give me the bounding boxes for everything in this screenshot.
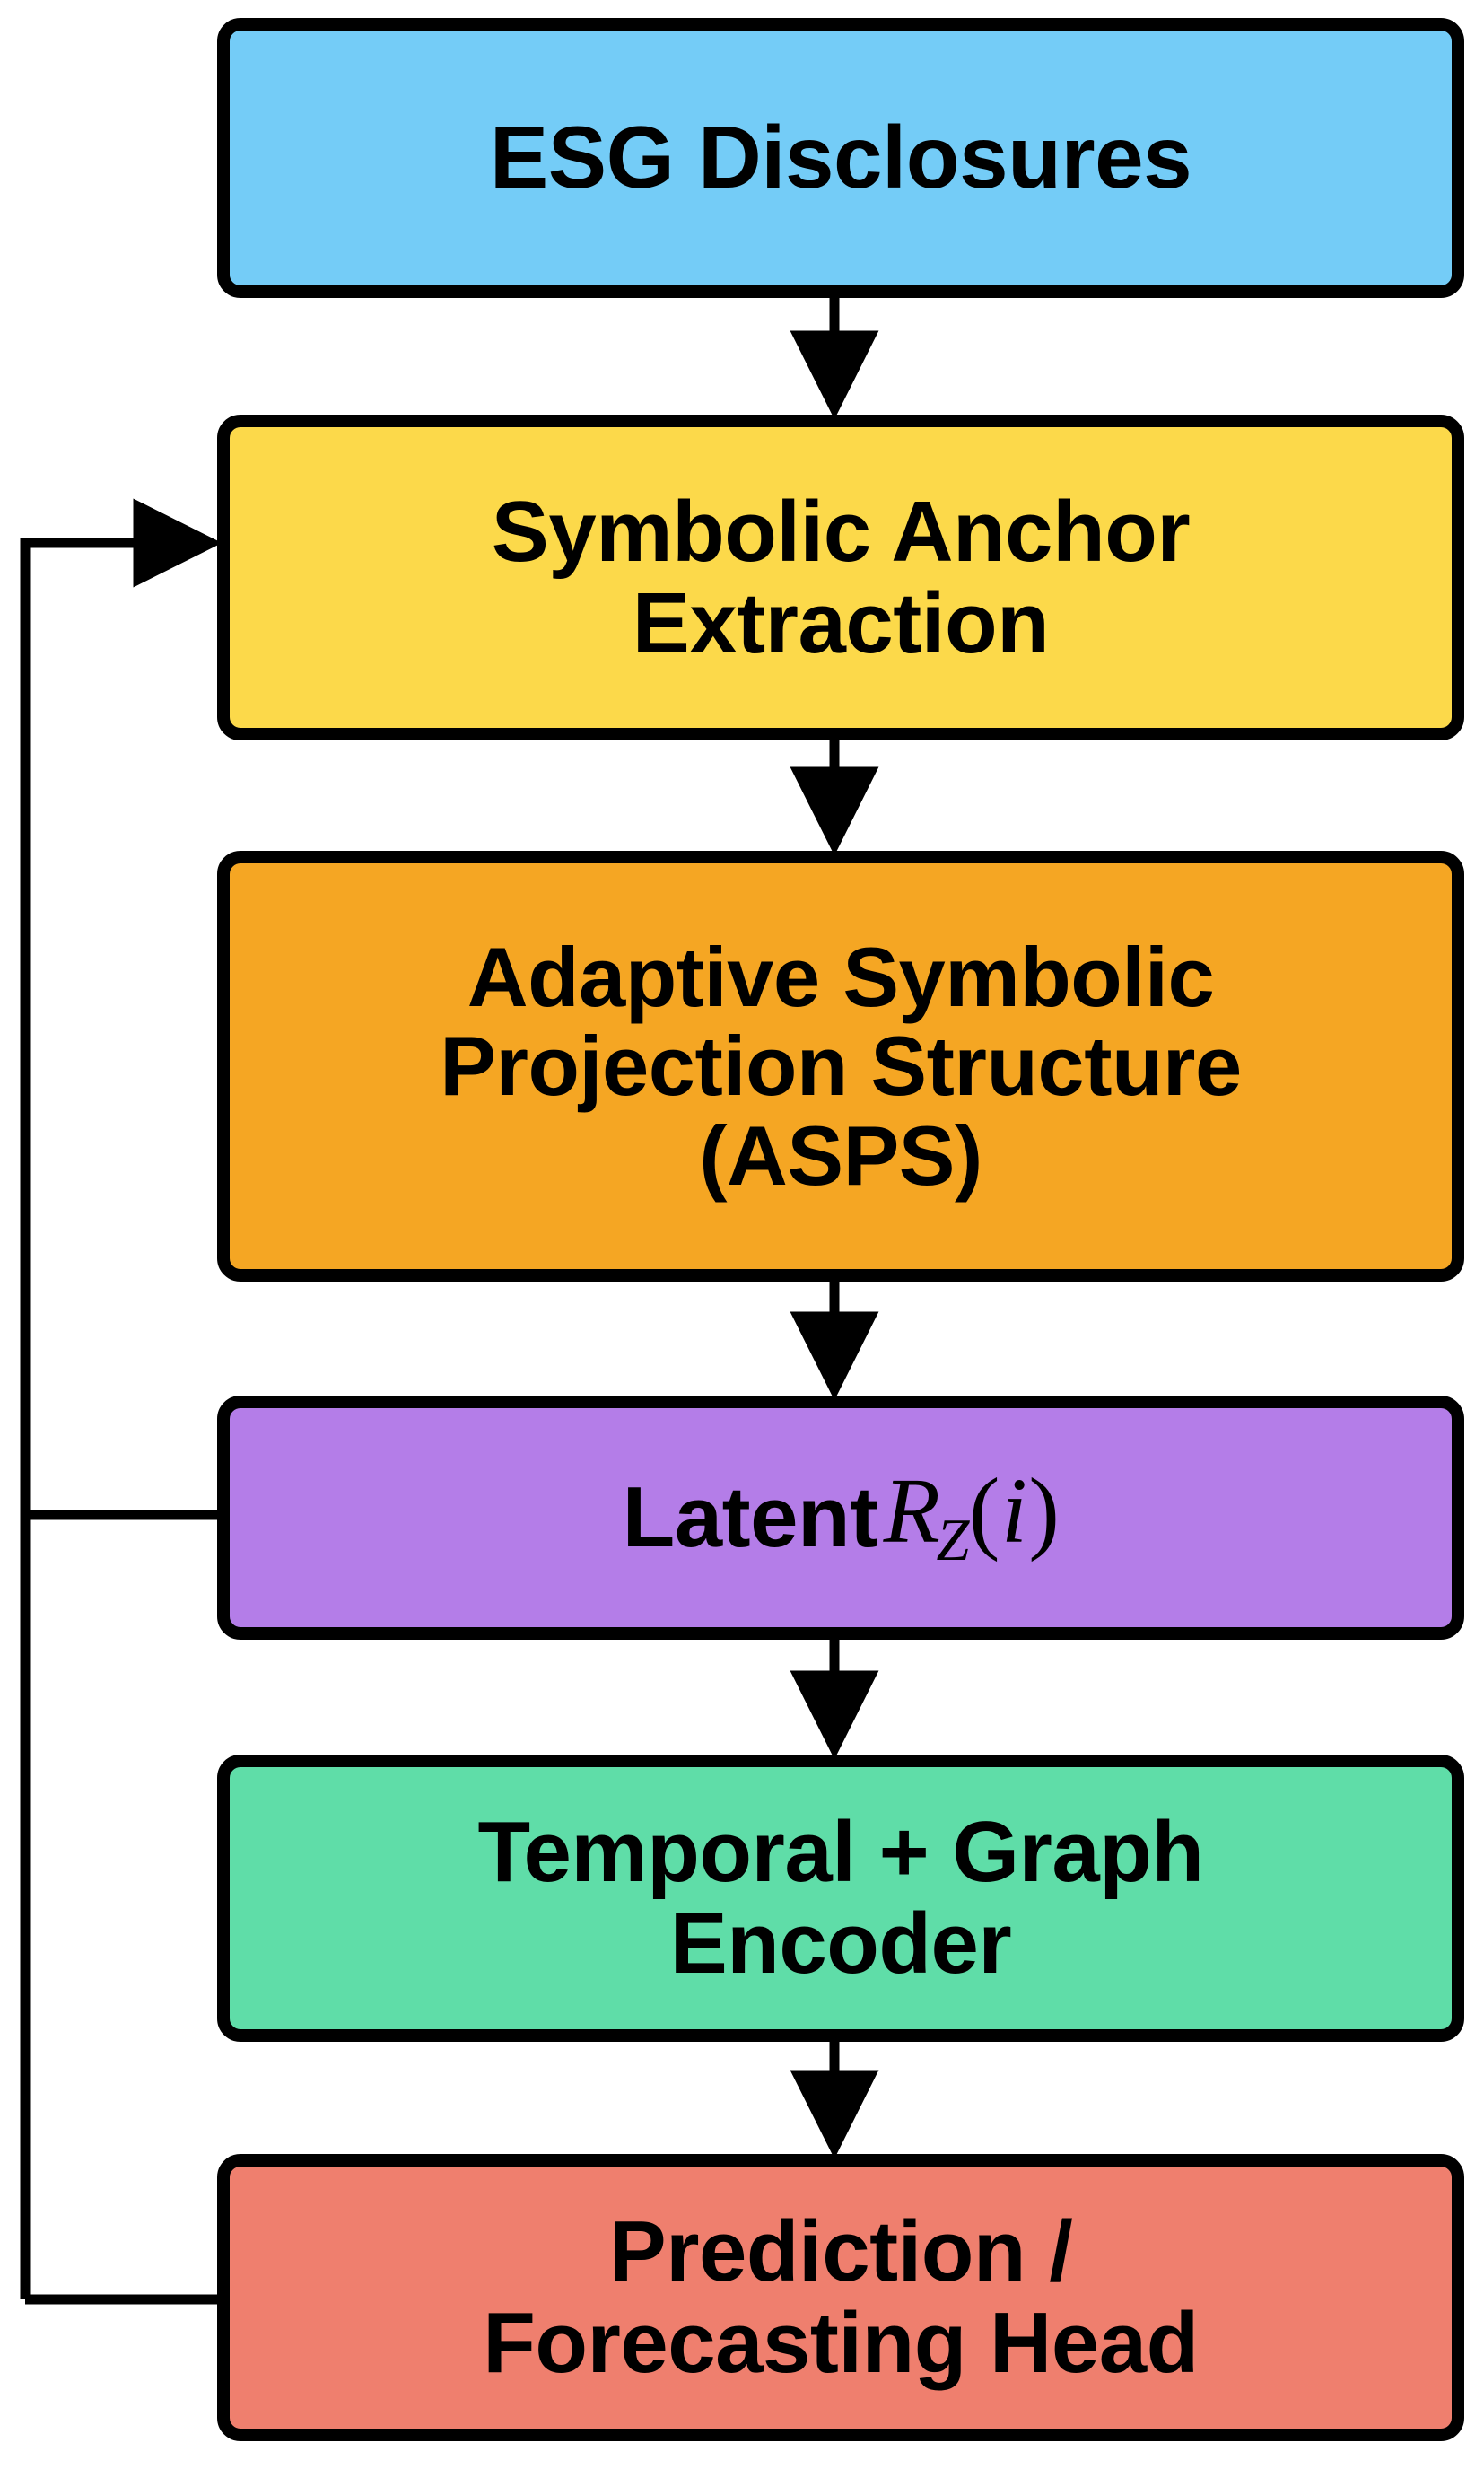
latent-math-expression: RZ(i) xyxy=(883,1459,1060,1573)
node-prediction-forecasting-head-label: Prediction / Forecasting Head xyxy=(483,2203,1199,2391)
node-temporal-graph-encoder-label: Temporal + Graph Encoder xyxy=(477,1804,1204,1992)
node-adaptive-symbolic-projection-structure[interactable]: Adaptive Symbolic Projection Structure (… xyxy=(217,851,1464,1282)
node-esg-disclosures-label: ESG Disclosures xyxy=(489,108,1192,207)
node-prediction-forecasting-head[interactable]: Prediction / Forecasting Head xyxy=(217,2154,1464,2441)
math-argument: i xyxy=(1000,1459,1027,1563)
math-open-paren: ( xyxy=(968,1459,1000,1563)
node-latent-representation[interactable]: Latent RZ(i) xyxy=(217,1396,1464,1640)
node-latent-representation-label: Latent RZ(i) xyxy=(607,1459,1076,1573)
node-symbolic-anchor-extraction-label: Symbolic Anchor Extraction xyxy=(491,483,1191,671)
node-temporal-graph-encoder[interactable]: Temporal + Graph Encoder xyxy=(217,1755,1464,2042)
node-adaptive-symbolic-projection-structure-label: Adaptive Symbolic Projection Structure (… xyxy=(440,929,1242,1203)
node-symbolic-anchor-extraction[interactable]: Symbolic Anchor Extraction xyxy=(217,415,1464,740)
node-esg-disclosures[interactable]: ESG Disclosures xyxy=(217,18,1464,298)
math-base: R xyxy=(883,1459,940,1563)
math-subscript: Z xyxy=(936,1507,969,1573)
latent-text: Latent xyxy=(622,1469,879,1566)
math-close-paren: ) xyxy=(1028,1459,1060,1563)
